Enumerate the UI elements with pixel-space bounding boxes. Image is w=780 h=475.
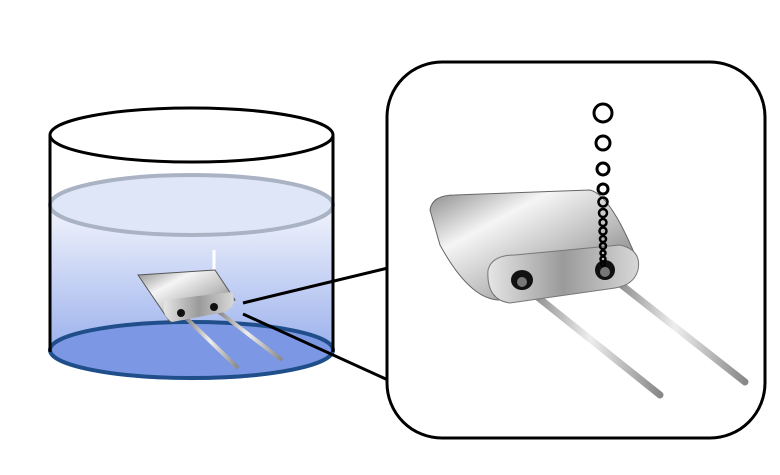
bubble — [598, 217, 608, 228]
large-crystal — [429, 189, 749, 399]
bubble-stream — [592, 102, 614, 267]
beaker-bottom — [48, 320, 335, 380]
bubble — [596, 182, 610, 196]
small-crystal — [137, 250, 284, 370]
pin-right — [601, 268, 749, 386]
beaker-rim — [48, 106, 335, 164]
bubble — [597, 207, 609, 219]
bubble — [595, 161, 611, 177]
bubble — [597, 196, 609, 208]
beaker — [48, 106, 335, 381]
bubble — [594, 134, 612, 152]
water-surface — [48, 173, 335, 237]
pin-left — [516, 279, 664, 399]
bubble — [598, 226, 608, 236]
bubble — [592, 102, 614, 124]
bubble — [598, 241, 608, 251]
bubble — [600, 261, 606, 267]
